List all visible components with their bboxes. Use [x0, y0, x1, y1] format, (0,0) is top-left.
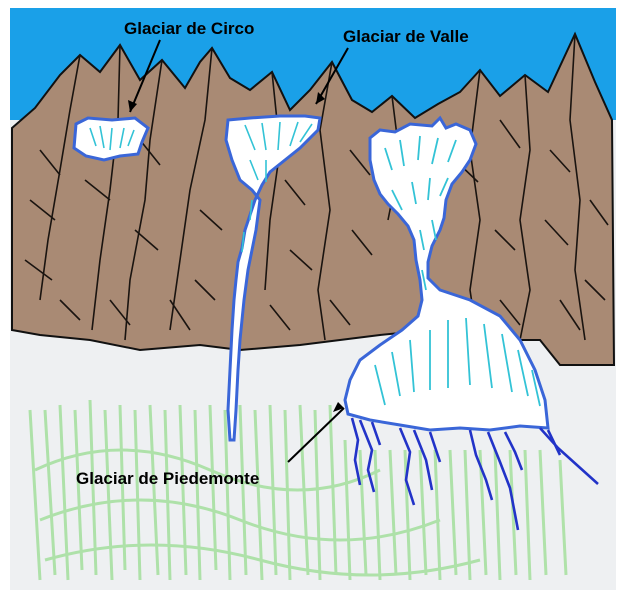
label-piedmont-glacier: Glaciar de Piedemonte [76, 470, 259, 487]
label-cirque-glacier: Glaciar de Circo [124, 20, 254, 37]
label-valley-glacier: Glaciar de Valle [343, 28, 469, 45]
cirque-glacier [74, 118, 148, 160]
